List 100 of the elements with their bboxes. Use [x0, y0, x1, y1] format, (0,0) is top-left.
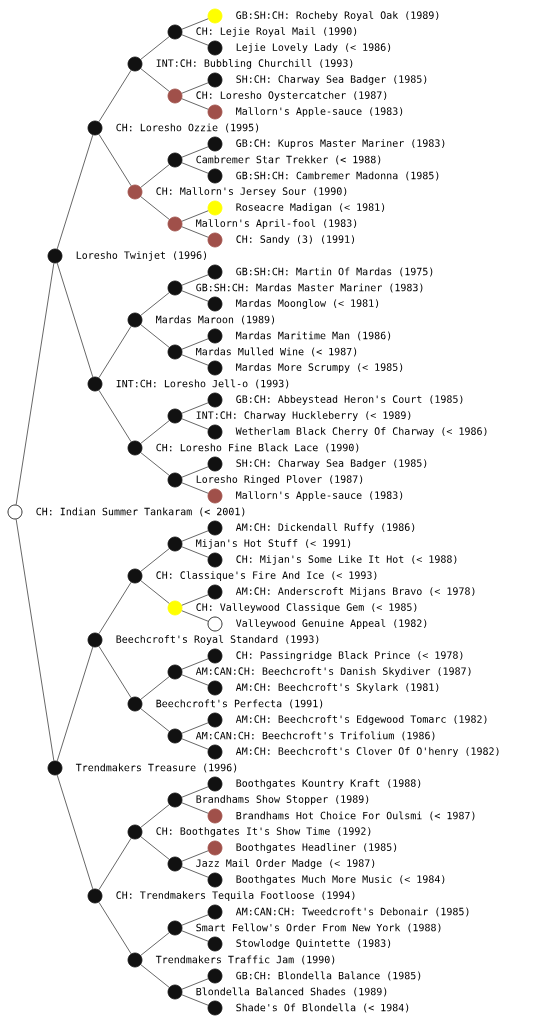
name-label: INT:CH: Loresho Jell-o (1993) — [116, 379, 289, 389]
name-label: Mardas Maroon (1989) — [156, 315, 274, 325]
connector-line — [140, 324, 170, 348]
name-label: Roseacre Madigan (< 1981) — [236, 203, 385, 213]
name-label: CH: Loresho Oystercatcher (1987) — [196, 91, 387, 101]
connector-line — [181, 850, 209, 862]
node-circle — [167, 408, 183, 424]
connector-line — [181, 482, 209, 494]
connector-line — [140, 804, 170, 828]
name-label: CH: Loresho Fine Black Lace (1990) — [156, 443, 359, 453]
name-label: CH: Loresho Ozzie (1995) — [116, 123, 259, 133]
connector-line — [181, 610, 209, 622]
connector-line — [140, 292, 170, 316]
name-label: Mallorn's Apple-sauce (1983) — [236, 491, 403, 501]
name-label: Stowlodge Quintette (1983) — [236, 939, 391, 949]
name-label: Beechcroft's Royal Standard (1993) — [116, 635, 319, 645]
node-circle — [87, 376, 103, 392]
name-label: Mallorn's April-fool (1983) — [196, 219, 357, 229]
connector-line — [15, 263, 55, 505]
name-label: Valleywood Genuine Appeal (1982) — [236, 619, 427, 629]
name-label: CH: Mallorn's Jersey Sour (1990) — [156, 187, 347, 197]
connector-line — [140, 708, 170, 732]
name-label: Brandhams Show Stopper (1989) — [196, 795, 369, 805]
node-circle — [87, 632, 103, 648]
name-label: CH: Mijan's Some Like It Hot (< 1988) — [236, 555, 457, 565]
connector-line — [181, 338, 209, 350]
node-circle — [127, 312, 143, 328]
connector-line — [181, 98, 209, 110]
node-circle — [7, 504, 23, 520]
connector-line — [181, 162, 209, 174]
name-label: CH: Valleywood Classique Gem (< 1985) — [196, 603, 417, 613]
connector-line — [98, 582, 132, 635]
name-label: GB:CH: Abbeystead Heron's Court (1985) — [236, 395, 463, 405]
name-label: AM:CH: Beechcroft's Skylark (1981) — [235, 683, 439, 693]
name-label: Mardas Maritime Man (1986) — [236, 331, 391, 341]
node-circle — [167, 664, 183, 680]
connector-line — [98, 902, 132, 955]
connector-line — [140, 580, 170, 604]
connector-line — [140, 164, 170, 188]
connector-line — [98, 133, 132, 187]
name-label: AM:CAN:CH: Tweedcroft's Debonair (1985) — [235, 907, 469, 917]
connector-line — [181, 290, 209, 302]
connector-line — [181, 82, 209, 94]
connector-line — [181, 866, 209, 878]
node-circle — [167, 792, 183, 808]
connector-line — [15, 519, 55, 761]
connector-line — [181, 466, 209, 478]
name-label: GB:SH:CH: Cambremer Madonna (1985) — [236, 171, 439, 181]
connector-line — [181, 18, 209, 30]
connector-line — [98, 389, 132, 443]
connector-line — [140, 836, 170, 860]
name-label: CH: Indian Summer Tankaram (< 2001) — [36, 507, 245, 517]
connector-line — [181, 786, 209, 798]
name-label: Loresho Twinjet (1996) — [76, 251, 207, 261]
name-label: Boothgates Headliner (1985) — [236, 843, 397, 853]
node-circle — [167, 920, 183, 936]
node-circle — [167, 536, 183, 552]
node-circle — [87, 120, 103, 136]
connector-line — [181, 226, 209, 238]
node-circle — [167, 728, 183, 744]
connector-line — [181, 274, 209, 286]
connector-line — [181, 418, 209, 430]
name-label: AM:CH: Anderscroft Mijans Bravo (< 1978) — [235, 587, 475, 597]
connector-line — [181, 530, 209, 542]
connector-line — [181, 978, 209, 990]
node-circle — [167, 984, 183, 1000]
node-circle — [167, 472, 183, 488]
connector-line — [140, 932, 170, 956]
node-circle — [167, 600, 183, 616]
name-label: SH:CH: Charway Sea Badger (1985) — [236, 459, 427, 469]
node-circle — [127, 56, 143, 72]
name-label: Loresho Ringed Plover (1987) — [196, 475, 363, 485]
connector-line — [181, 658, 209, 670]
connector-line — [181, 994, 209, 1006]
connector-line — [56, 774, 94, 890]
name-label: Smart Fellow's Order From New York (1988) — [196, 923, 441, 933]
name-label: Shade's Of Blondella (< 1984) — [236, 1003, 409, 1013]
node-circle — [127, 440, 143, 456]
name-label: GB:CH: Kupros Master Mariner (1983) — [236, 139, 445, 149]
name-label: AM:CH: Beechcroft's Clover Of O'henry (1982) — [235, 747, 499, 757]
connector-line — [181, 546, 209, 558]
name-label: Beechcroft's Perfecta (1991) — [156, 699, 323, 709]
connector-line — [181, 930, 209, 942]
connector-line — [56, 134, 94, 250]
name-label: Trendmakers Treasure (1996) — [75, 763, 237, 773]
connector-line — [140, 36, 170, 60]
name-label: Boothgates Much More Music (< 1984) — [236, 875, 445, 885]
name-label: AM:CH: Dickendall Ruffy (1986) — [235, 523, 415, 533]
connector-line — [140, 196, 170, 220]
name-label: GB:SH:CH: Mardas Master Mariner (1983) — [196, 283, 423, 293]
connector-line — [140, 964, 170, 988]
name-label: Wetherlam Black Cherry Of Charway (< 1986) — [235, 427, 487, 437]
name-label: AM:CH: Beechcroft's Edgewood Tomarc (1982) — [235, 715, 487, 725]
connector-line — [181, 146, 209, 158]
name-label: INT:CH: Bubbling Churchill (1993) — [156, 59, 353, 69]
connector-line — [181, 914, 209, 926]
connector-line — [181, 354, 209, 366]
name-label: INT:CH: Charway Huckleberry (< 1989) — [196, 411, 411, 421]
node-circle — [167, 24, 183, 40]
name-label: Mardas Mulled Wine (< 1987) — [196, 347, 357, 357]
